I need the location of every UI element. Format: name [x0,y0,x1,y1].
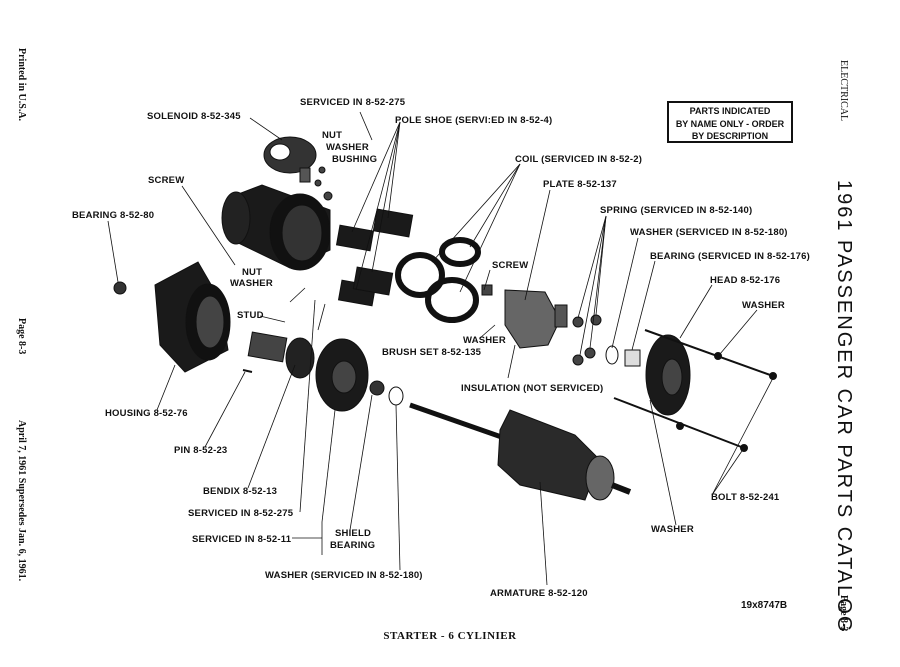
label-coil: COIL (SERVICED IN 8-52-2) [515,154,643,165]
label-spring: SPRING (SERVICED IN 8-52-140) [600,205,753,216]
label-bearing: BEARING 8-52-80 [72,210,155,221]
catalog-title: 1961 PASSENGER CAR PARTS CATALOG [833,180,855,634]
label-bolt: BOLT 8-52-241 [711,492,780,503]
label-washer-right: WASHER [742,300,785,311]
coils-drawing [395,237,481,323]
solenoid-drawing [263,136,317,183]
label-nut-mid: NUT [242,267,263,278]
label-pole-shoe: POLE SHOE (SERVI:ED IN 8-52-4) [395,115,553,126]
figure-caption: STARTER - 6 CYLINIER [383,630,517,642]
leader-lines [107,111,774,586]
notice-line-1: PARTS INDICATED [689,106,771,116]
notice-line-2: BY NAME ONLY - ORDER [675,118,785,129]
label-washer-bolt: WASHER [651,524,694,535]
armature-drawing [409,402,632,501]
label-shield: SHIELD [335,528,372,539]
notice-line-3: BY DESCRIPTION [691,131,769,141]
label-armature: АRMATURE 8-52-120 [490,588,588,599]
label-washer-180: WASHER (SERVICED IN 8-52-180) [630,227,788,238]
section-title: ELECTRICAL [838,60,849,122]
left-page-number: Page 8-3 [16,318,27,355]
shield-drawing [315,338,369,412]
head-drawing [645,334,691,416]
label-bushing: BUSHING [332,154,378,165]
springs-drawing [572,314,602,366]
label-washer-bottom: WASHER (SERVICED IN 8-52-180) [265,570,423,581]
label-washer-top: WASHER [326,142,369,153]
housing-drawing [154,261,231,373]
field-frame-drawing [221,184,331,271]
label-washer-brush: WASHER [463,335,506,346]
label-bendix: BENDIX 8-52-13 [203,486,278,497]
drawing-number: 19x8747B [741,600,788,611]
label-serviced-275-top: SERVICED IN 8-52-275 [300,97,406,108]
label-serviced-275-bottom: SERVICED IN 8-52-275 [188,508,294,519]
label-head: HEAD 8-52-176 [710,275,781,286]
revision-date: April 7, 1961 Supersedes Jan. 6, 1961. [16,420,27,582]
printed-in-usa: Printed in U.S.A. [16,48,27,122]
label-brush-set: BRUSH SET 8-52-135 [382,347,482,358]
bolts-drawing [613,329,777,452]
pole-shoes-drawing [335,208,414,307]
label-bearing-small: BEARING [330,540,376,551]
label-serviced-11: SERVICED IN 8-52-11 [192,534,292,545]
parts-notice-box: PARTS INDICATED BY NAME ONLY - ORDER BY … [667,101,793,143]
label-screw-mid: SCREW [492,260,529,271]
right-page-number: Page 8-3 [838,595,849,632]
label-housing: HOUSING 8-52-76 [105,408,188,419]
label-stud: STUD [237,310,264,321]
label-plate: PLATE 8-52-137 [543,179,617,190]
label-bearing-176: BEARING (SERVICED IN 8-52-176) [650,251,810,262]
label-solenoid: SOLENOID 8-52-345 [147,111,241,122]
label-screw-left: SCREW [148,175,185,186]
bendix-drawing [247,331,315,379]
label-insulation: INSULATION (NOT SERVICED) [461,383,604,394]
brush-plate-drawing [481,284,568,349]
label-pin: PIN 8-52-23 [174,445,228,456]
label-nut-top: NUT [322,130,343,141]
label-washer-mid: WASHER [230,278,273,289]
